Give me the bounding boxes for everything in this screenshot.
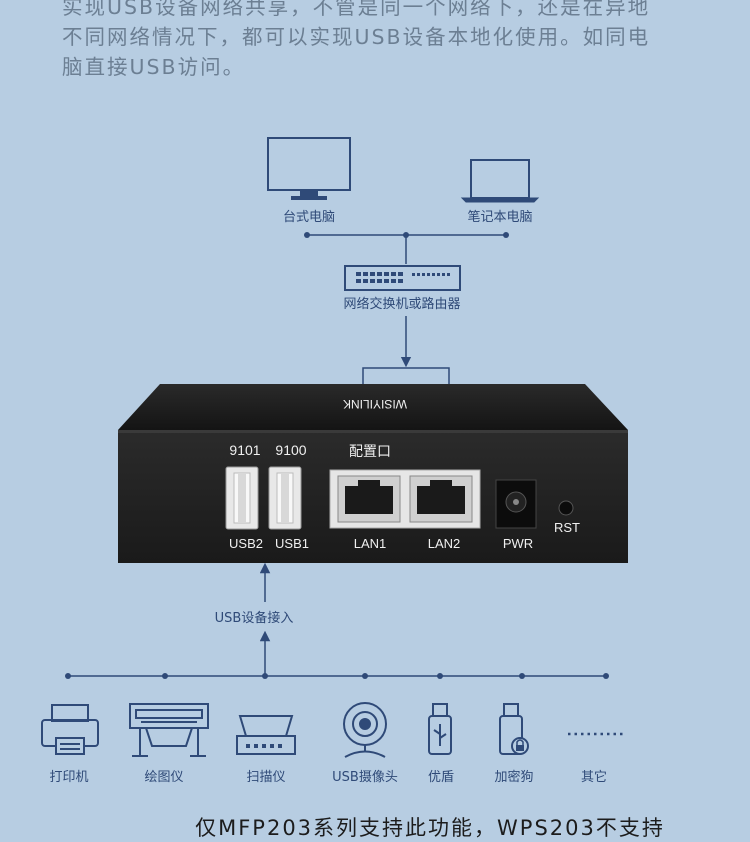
printer-icon (41, 704, 99, 755)
bottom-bus-line (65, 673, 609, 679)
switch-label: 网络交换机或路由器 (343, 297, 461, 312)
config-port-label: 配置口 (349, 443, 391, 459)
lan1-port (337, 475, 401, 523)
port-label-lan1: LAN1 (354, 536, 387, 551)
intro-paragraph: 实现USB设备网络共享，不管是同一个网络下，还是在异地 不同网络情况下，都可以实… (62, 0, 722, 82)
peripheral-label-others: 其它 (580, 770, 608, 785)
intro-line-3: 脑直接USB访问。 (62, 55, 246, 79)
intro-line-2: 不同网络情况下，都可以实现USB设备本地化使用。如同电 (62, 25, 651, 49)
port-label-usb2: USB2 (229, 536, 263, 551)
usb-access-label: USB设备接入 (214, 611, 294, 626)
peripheral-label-dongle: 加密狗 (494, 770, 534, 785)
device-brand: WISIYILINK (343, 397, 407, 411)
top-bus-line (304, 232, 509, 264)
usb1-port (268, 466, 302, 530)
port-label-lan2: LAN2 (428, 536, 461, 551)
desktop-label: 台式电脑 (282, 210, 336, 225)
port-number-9101: 9101 (229, 442, 260, 458)
footer-note: 仅MFP203系列支持此功能，WPS203不支持 (195, 816, 665, 840)
port-label-usb1: USB1 (275, 536, 309, 551)
peripheral-label-usb-key: 优盾 (427, 770, 455, 785)
peripheral-label-webcam: USB摄像头 (332, 770, 398, 785)
network-switch-icon (344, 265, 461, 291)
usb-server-device: WISIYILINK (118, 384, 628, 563)
laptop-label: 笔记本电脑 (467, 210, 533, 225)
laptop-icon (460, 159, 540, 203)
dongle-icon (499, 703, 529, 755)
intro-line-1: 实现USB设备网络共享，不管是同一个网络下，还是在异地 (62, 0, 651, 19)
peripheral-label-scanner: 扫描仪 (246, 770, 286, 785)
peripheral-label-plotter: 绘图仪 (144, 770, 184, 785)
usb-key-icon (428, 703, 452, 755)
lan2-port (409, 475, 473, 523)
plotter-icon (129, 703, 209, 757)
reset-button-hole (558, 500, 574, 516)
desktop-monitor-icon (267, 137, 351, 200)
scanner-icon (236, 715, 296, 755)
footer-note-container: 仅MFP203系列支持此功能，WPS203不支持 (0, 812, 750, 842)
port-label-rst: RST (554, 520, 580, 535)
port-label-pwr: PWR (503, 536, 533, 551)
usb2-port (225, 466, 259, 530)
lan-bracket (362, 367, 450, 386)
webcam-icon (343, 702, 387, 758)
power-jack (495, 479, 537, 529)
port-number-9100: 9100 (275, 442, 306, 458)
peripheral-label-printer: 打印机 (49, 770, 89, 785)
